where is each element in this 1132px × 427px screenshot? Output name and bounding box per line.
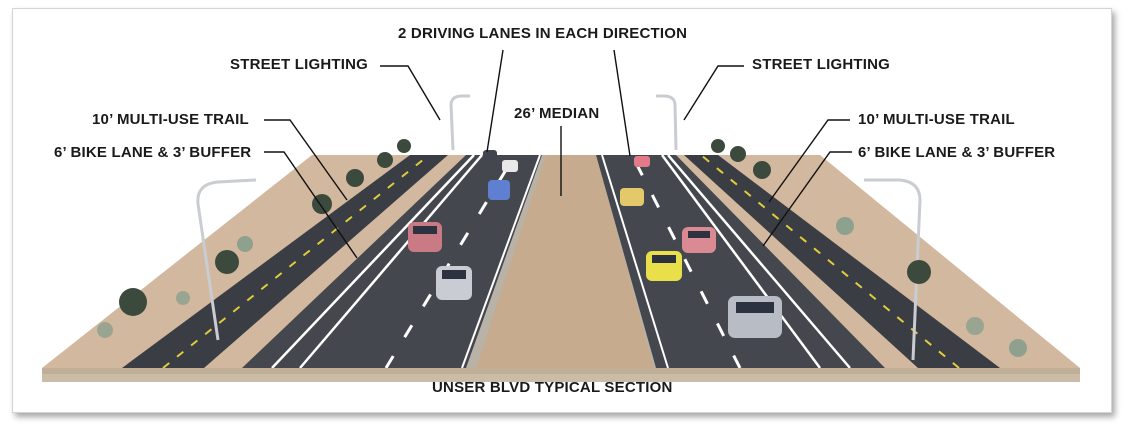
car xyxy=(436,266,472,300)
left-edge-line xyxy=(461,154,541,369)
label-street-lighting-right: STREET LIGHTING xyxy=(752,56,890,73)
leader-street-lighting-left xyxy=(380,65,441,121)
car xyxy=(682,227,716,253)
label-trail-left: 10’ MULTI-USE TRAIL xyxy=(92,111,249,128)
median-curb-left xyxy=(466,155,546,368)
label-bike-right: 6’ BIKE LANE & 3’ BUFFER xyxy=(858,144,1056,161)
left-roadway xyxy=(242,155,545,368)
car xyxy=(728,296,782,338)
leader-street-lighting-right xyxy=(683,65,744,121)
leader-lines xyxy=(264,49,852,259)
figure-caption: UNSER BLVD TYPICAL SECTION xyxy=(432,379,673,396)
left-bike-lane-line xyxy=(271,154,475,369)
leader-trail-left xyxy=(264,119,348,201)
car xyxy=(488,180,510,200)
label-trail-right: 10’ MULTI-USE TRAIL xyxy=(858,111,1015,128)
right-edge-line xyxy=(601,154,669,369)
left-trail-center-line xyxy=(162,154,430,369)
street-light xyxy=(196,94,922,361)
right-trail-center-line xyxy=(700,154,960,369)
label-street-lighting-left: STREET LIGHTING xyxy=(230,56,368,73)
car xyxy=(646,251,682,281)
leader-driving-lanes-right xyxy=(613,49,631,157)
left-lane-divider xyxy=(384,154,517,369)
left-multi-use-trail xyxy=(122,155,448,368)
right-lane-divider xyxy=(630,154,742,369)
car xyxy=(502,160,518,172)
right-bike-lane-line xyxy=(667,154,851,369)
car xyxy=(620,188,644,206)
leader-trail-right xyxy=(768,119,850,203)
right-multi-use-trail xyxy=(684,155,1000,368)
leader-driving-lanes-left xyxy=(486,49,504,153)
right-buffer-line xyxy=(660,154,822,369)
car xyxy=(408,222,442,252)
slab-front-face xyxy=(42,368,1080,374)
leader-bike-right xyxy=(762,151,852,247)
left-buffer-line xyxy=(299,154,483,369)
label-bike-left: 6’ BIKE LANE & 3’ BUFFER xyxy=(54,144,252,161)
label-median: 26’ MEDIAN xyxy=(514,105,600,122)
leader-bike-left xyxy=(264,151,358,259)
car xyxy=(634,156,650,167)
desert-vegetation xyxy=(97,139,1027,357)
label-driving-lanes: 2 DRIVING LANES IN EACH DIRECTION xyxy=(398,25,688,42)
car xyxy=(483,150,497,160)
